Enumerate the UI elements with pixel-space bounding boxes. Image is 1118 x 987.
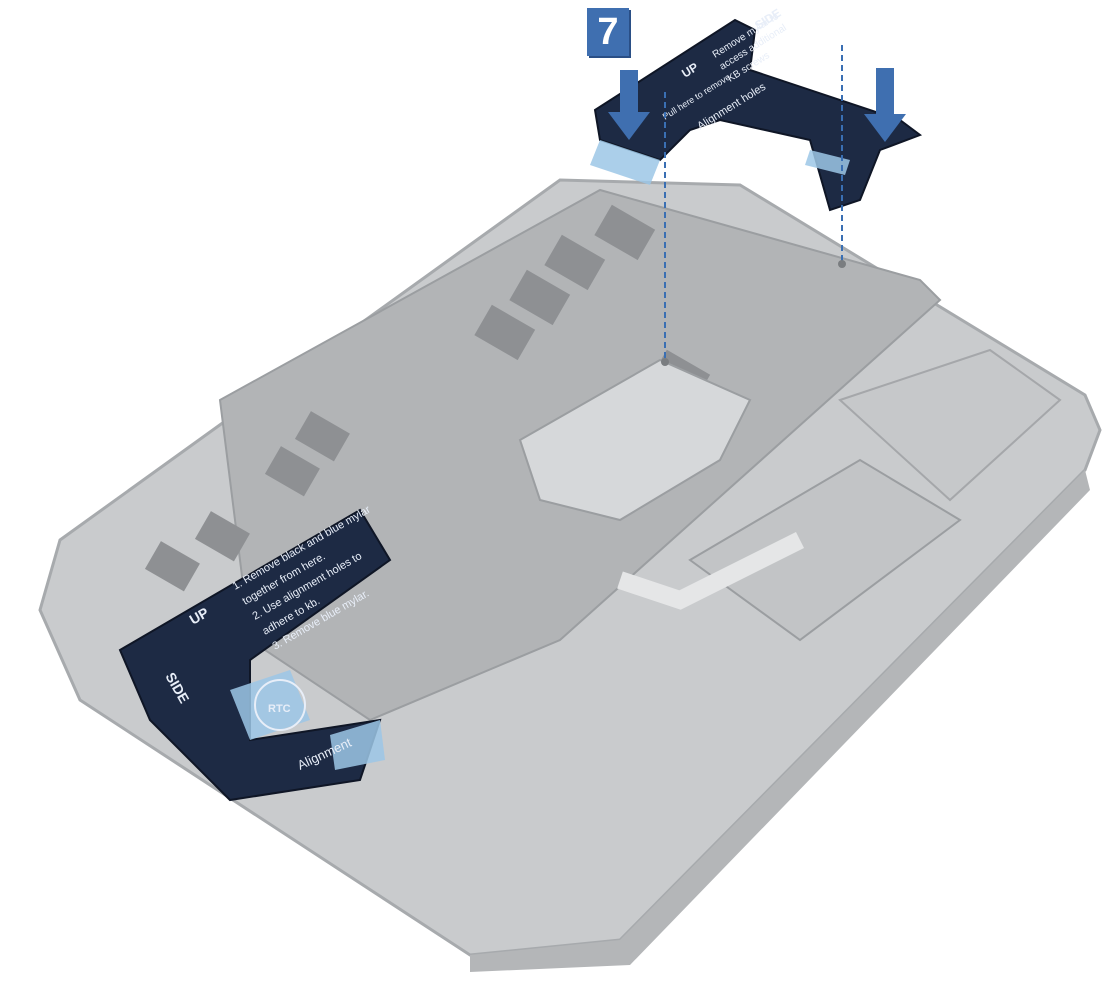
alignment-pin-right (838, 260, 846, 268)
mylar-tab-upper-right (805, 150, 850, 175)
label-rtc: RTC (268, 703, 291, 715)
heat-bracket (518, 358, 752, 522)
rtc-outline (254, 679, 306, 731)
mylar-tab-right (330, 720, 385, 770)
press-arrow-right (864, 68, 906, 142)
step-number-badge: 7 (587, 8, 629, 56)
right-plate (838, 348, 1062, 502)
touchpad-flex-cable (617, 531, 805, 610)
mylar-sheet-lower: UP SIDE RTC 1. Remove black and blue myl… (118, 503, 392, 802)
mylar-sheet-upper: UP SIDE Remove mylar to access additiona… (590, 6, 923, 212)
mylar-tab-left (230, 670, 310, 740)
touchpad (688, 458, 962, 642)
mylar-tab-upper-left (590, 140, 660, 185)
alignment-pin-left (661, 358, 669, 366)
press-arrow-left (608, 70, 650, 140)
